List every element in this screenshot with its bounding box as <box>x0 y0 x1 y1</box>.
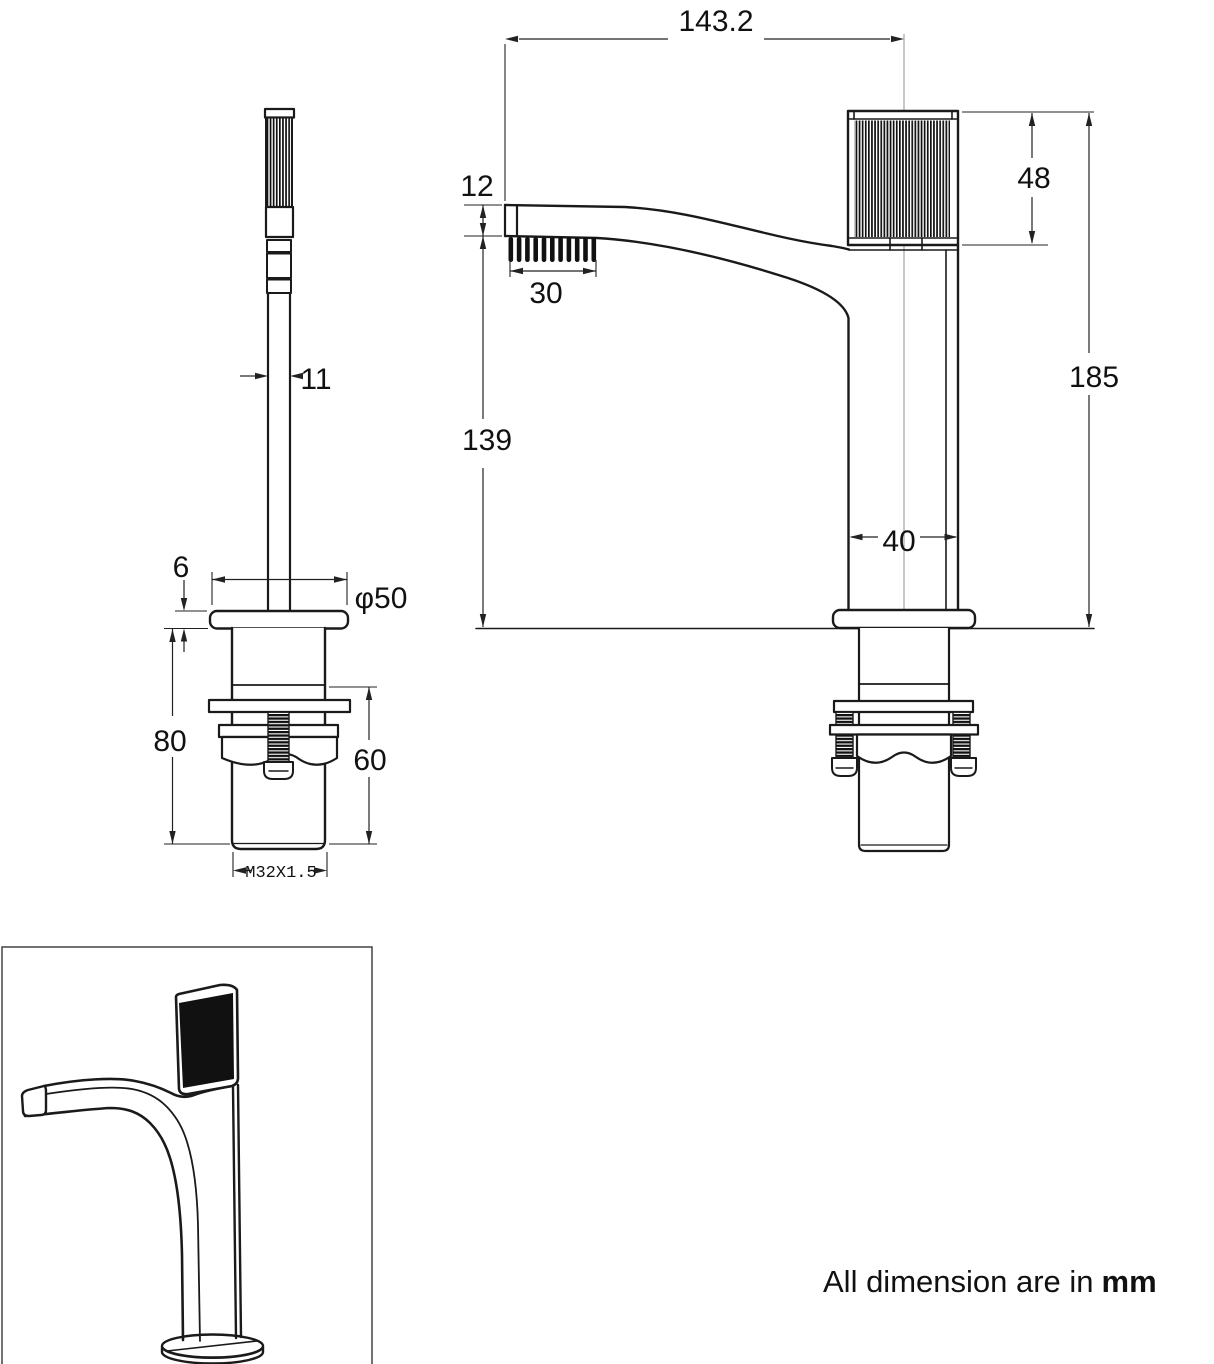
front-handle-knurl <box>854 120 950 237</box>
front-handle-ticks <box>853 110 953 251</box>
side-band-3 <box>266 278 292 294</box>
units-note-unit: mm <box>1102 1264 1157 1299</box>
preview-arm-bottom-edge <box>23 1106 185 1342</box>
dim-spout-underside-height: 139 <box>462 424 512 457</box>
units-note-prefix: All dimension are in <box>823 1264 1094 1299</box>
dim-thread-spec: M32X1.5 <box>245 864 316 883</box>
side-mounting-stud <box>267 711 290 763</box>
preview-spout-tip-face <box>20 1084 48 1118</box>
front-elevation-view: 143.2 12 30 139 40 48 185 <box>460 5 1119 853</box>
front-hex-nut <box>855 733 953 764</box>
aerator-bristles <box>508 237 597 262</box>
preview-box-border <box>1 946 373 1364</box>
front-stud-head-right <box>950 757 977 777</box>
dim-shank-length: 60 <box>353 744 386 777</box>
front-washer <box>828 723 980 736</box>
spout-top-edge <box>503 203 851 251</box>
front-stud-head-left <box>831 757 858 777</box>
dim-spout-body-width: 11 <box>300 363 331 396</box>
dim-handle-height: 48 <box>1017 162 1050 195</box>
side-mounting-plate <box>207 698 352 714</box>
spout-tip-edge <box>503 203 519 238</box>
side-band-1 <box>266 239 292 253</box>
dim-spout-tip-height: 12 <box>460 170 493 203</box>
dim-flange-thickness: 6 <box>173 551 190 584</box>
side-handle-cap <box>263 107 296 119</box>
dim-total-height: 185 <box>1069 361 1119 394</box>
preview-base-disc <box>160 1333 265 1364</box>
front-mounting-plate <box>832 699 975 714</box>
side-base-flange <box>208 609 350 630</box>
side-spout-end <box>264 205 295 239</box>
isometric-preview <box>1 946 373 1364</box>
dim-below-deck-height: 80 <box>153 725 186 758</box>
spout-bottom-edge-body-left <box>503 234 850 612</box>
front-base-flange <box>831 608 977 630</box>
side-band-2 <box>266 252 292 279</box>
dim-body-width: 40 <box>882 525 915 558</box>
dim-aerator-width: 30 <box>529 277 562 310</box>
preview-handle-knurl-face <box>179 993 234 1088</box>
side-profile-view: 11 6 φ50 80 60 M32X1.5 <box>153 107 408 883</box>
preview-column-right-edges <box>231 1083 243 1340</box>
side-body-edges <box>266 291 292 613</box>
side-handle-knurl <box>265 116 293 208</box>
dim-spout-reach: 143.2 <box>678 5 753 38</box>
front-handle-bands <box>847 118 959 239</box>
dim-flange-diameter: φ50 <box>355 582 408 615</box>
preview-arm-crease <box>45 1086 201 1342</box>
